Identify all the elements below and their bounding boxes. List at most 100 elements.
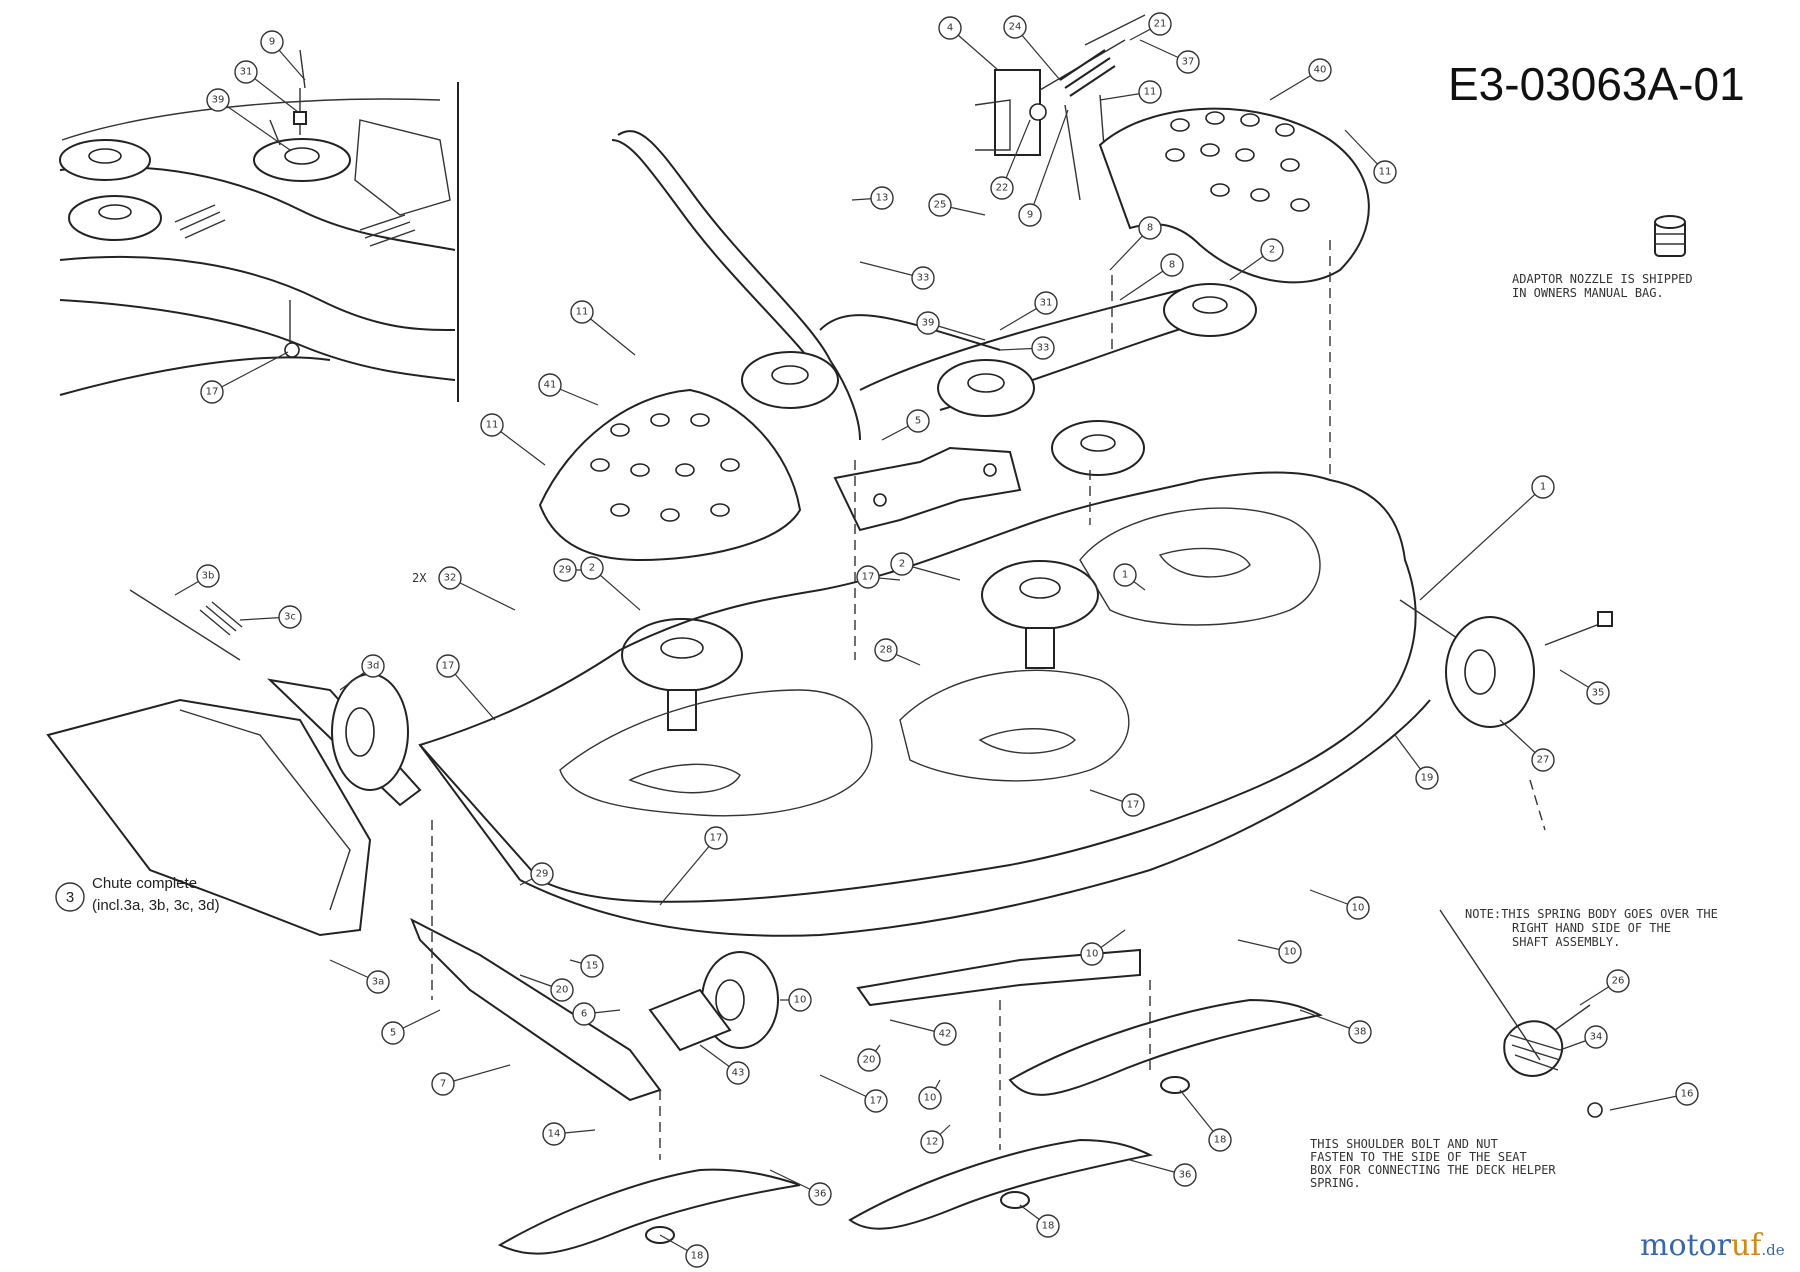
callout-circle [1138,216,1162,240]
callout-circle [361,654,385,678]
callout-number: 1 [1540,482,1546,493]
callout-number: 17 [862,572,875,583]
callout-18: 18 [1019,1204,1060,1238]
callout-leader [1419,486,1544,601]
callout-circle [580,556,604,580]
callout-leader [1029,109,1069,216]
callout-circle [726,1061,750,1085]
callout-24: 24 [1003,15,1061,81]
spring-note-line-2: RIGHT HAND SIDE OF THE [1512,921,1671,935]
callout-38: 38 [1299,1009,1372,1044]
callout-circle [542,1122,566,1146]
callout-13: 13 [851,186,894,210]
callout-number: 38 [1354,1027,1367,1038]
callout-circle [788,988,812,1012]
callout-circle [933,1022,957,1046]
callout-circle [436,654,460,678]
callout-circle [1260,238,1284,262]
callout-36: 36 [1129,1159,1197,1187]
callout-number: 18 [691,1251,704,1262]
callout-4: 4 [938,16,999,71]
callout-11: 11 [480,413,546,466]
callout-26: 26 [1579,969,1630,1006]
callout-number: 21 [1154,19,1167,30]
callout-circle [1208,1128,1232,1152]
callout-32: 32 [438,566,516,611]
chute-label-line-2: (incl.3a, 3b, 3c, 3d) [92,897,220,914]
callout-number: 5 [915,416,921,427]
callout-circle [480,413,504,437]
callout-leader [211,351,289,393]
callout-36: 36 [769,1169,832,1206]
callout-number: 37 [1182,57,1195,68]
callout-9: 9 [1018,109,1069,227]
callout-number: 24 [1009,22,1022,33]
callout-circle [572,1002,596,1026]
callout-2: 2 [580,556,641,611]
callout-21: 21 [1129,12,1172,41]
callout-9: 9 [260,30,306,81]
callout-circle [911,266,935,290]
callout-number: 10 [1284,947,1297,958]
helper-spring-detail [1439,909,1603,1118]
callout-10: 10 [1237,939,1302,964]
callout-circle [1138,80,1162,104]
callout-circle [1373,160,1397,184]
callout-circle [1018,203,1042,227]
callout-40: 40 [1269,58,1332,101]
callout-3a: 3a [329,959,390,994]
callout-number: 35 [1592,688,1605,699]
callout-34: 34 [1559,1025,1608,1051]
svg-text:motoruf.de: motoruf.de [1640,1228,1785,1263]
callout-number: 28 [880,645,893,656]
callout-17: 17 [200,351,289,404]
callout-8: 8 [1119,253,1184,301]
callout-number: 19 [1421,773,1434,784]
callout-20: 20 [857,1044,881,1072]
logo-part-b: uf [1731,1228,1763,1263]
callout-number: 17 [1127,800,1140,811]
callout-14: 14 [542,1122,596,1146]
callout-number: 10 [924,1093,937,1104]
callout-12: 12 [920,1124,951,1154]
callout-circle [530,862,554,886]
callout-circle [918,1086,942,1110]
callout-number: 9 [269,37,275,48]
callout-28: 28 [874,638,921,666]
callout-number: 5 [390,1028,396,1039]
callout-leader [447,665,496,721]
hole-note-line-1: THIS SHOULDER BOLT AND NUT [1310,1137,1498,1151]
callout-16: 16 [1609,1082,1699,1111]
idler-bracket [833,446,1022,532]
callout-15: 15 [569,954,604,978]
callout-number: 43 [732,1068,745,1079]
callout-number: 42 [939,1029,952,1040]
callout-number: 14 [548,1129,561,1140]
callout-circle [704,826,728,850]
callout-number: 8 [1169,260,1175,271]
spring-note-line-3: SHAFT ASSEMBLY. [1512,935,1620,949]
callout-18: 18 [1179,1089,1232,1152]
callout-circle [366,970,390,994]
callout-circle [890,552,914,576]
callout-17: 17 [856,565,901,589]
callout-number: 4 [947,23,953,34]
callout-42: 42 [889,1019,957,1046]
callout-number: 22 [996,183,1009,194]
callout-circle [1606,969,1630,993]
logo-part-c: .de [1761,1241,1784,1259]
hole-note-line-2: FASTEN TO THE SIDE OF THE SEAT [1310,1150,1527,1164]
callout-20: 20 [519,974,574,1002]
callout-number: 8 [1147,223,1153,234]
callout-33: 33 [859,261,935,290]
callout-number: 12 [926,1137,939,1148]
callout-circle [1121,793,1145,817]
callout-41: 41 [538,373,599,406]
logo-part-a: motor [1640,1228,1732,1263]
callout-circle [1080,942,1104,966]
watermark-logo: motoruf.de [1640,1228,1785,1263]
callout-11: 11 [570,300,636,356]
callout-22: 22 [990,119,1031,200]
belt-cover-right [1098,107,1370,284]
callout-circle [438,566,462,590]
